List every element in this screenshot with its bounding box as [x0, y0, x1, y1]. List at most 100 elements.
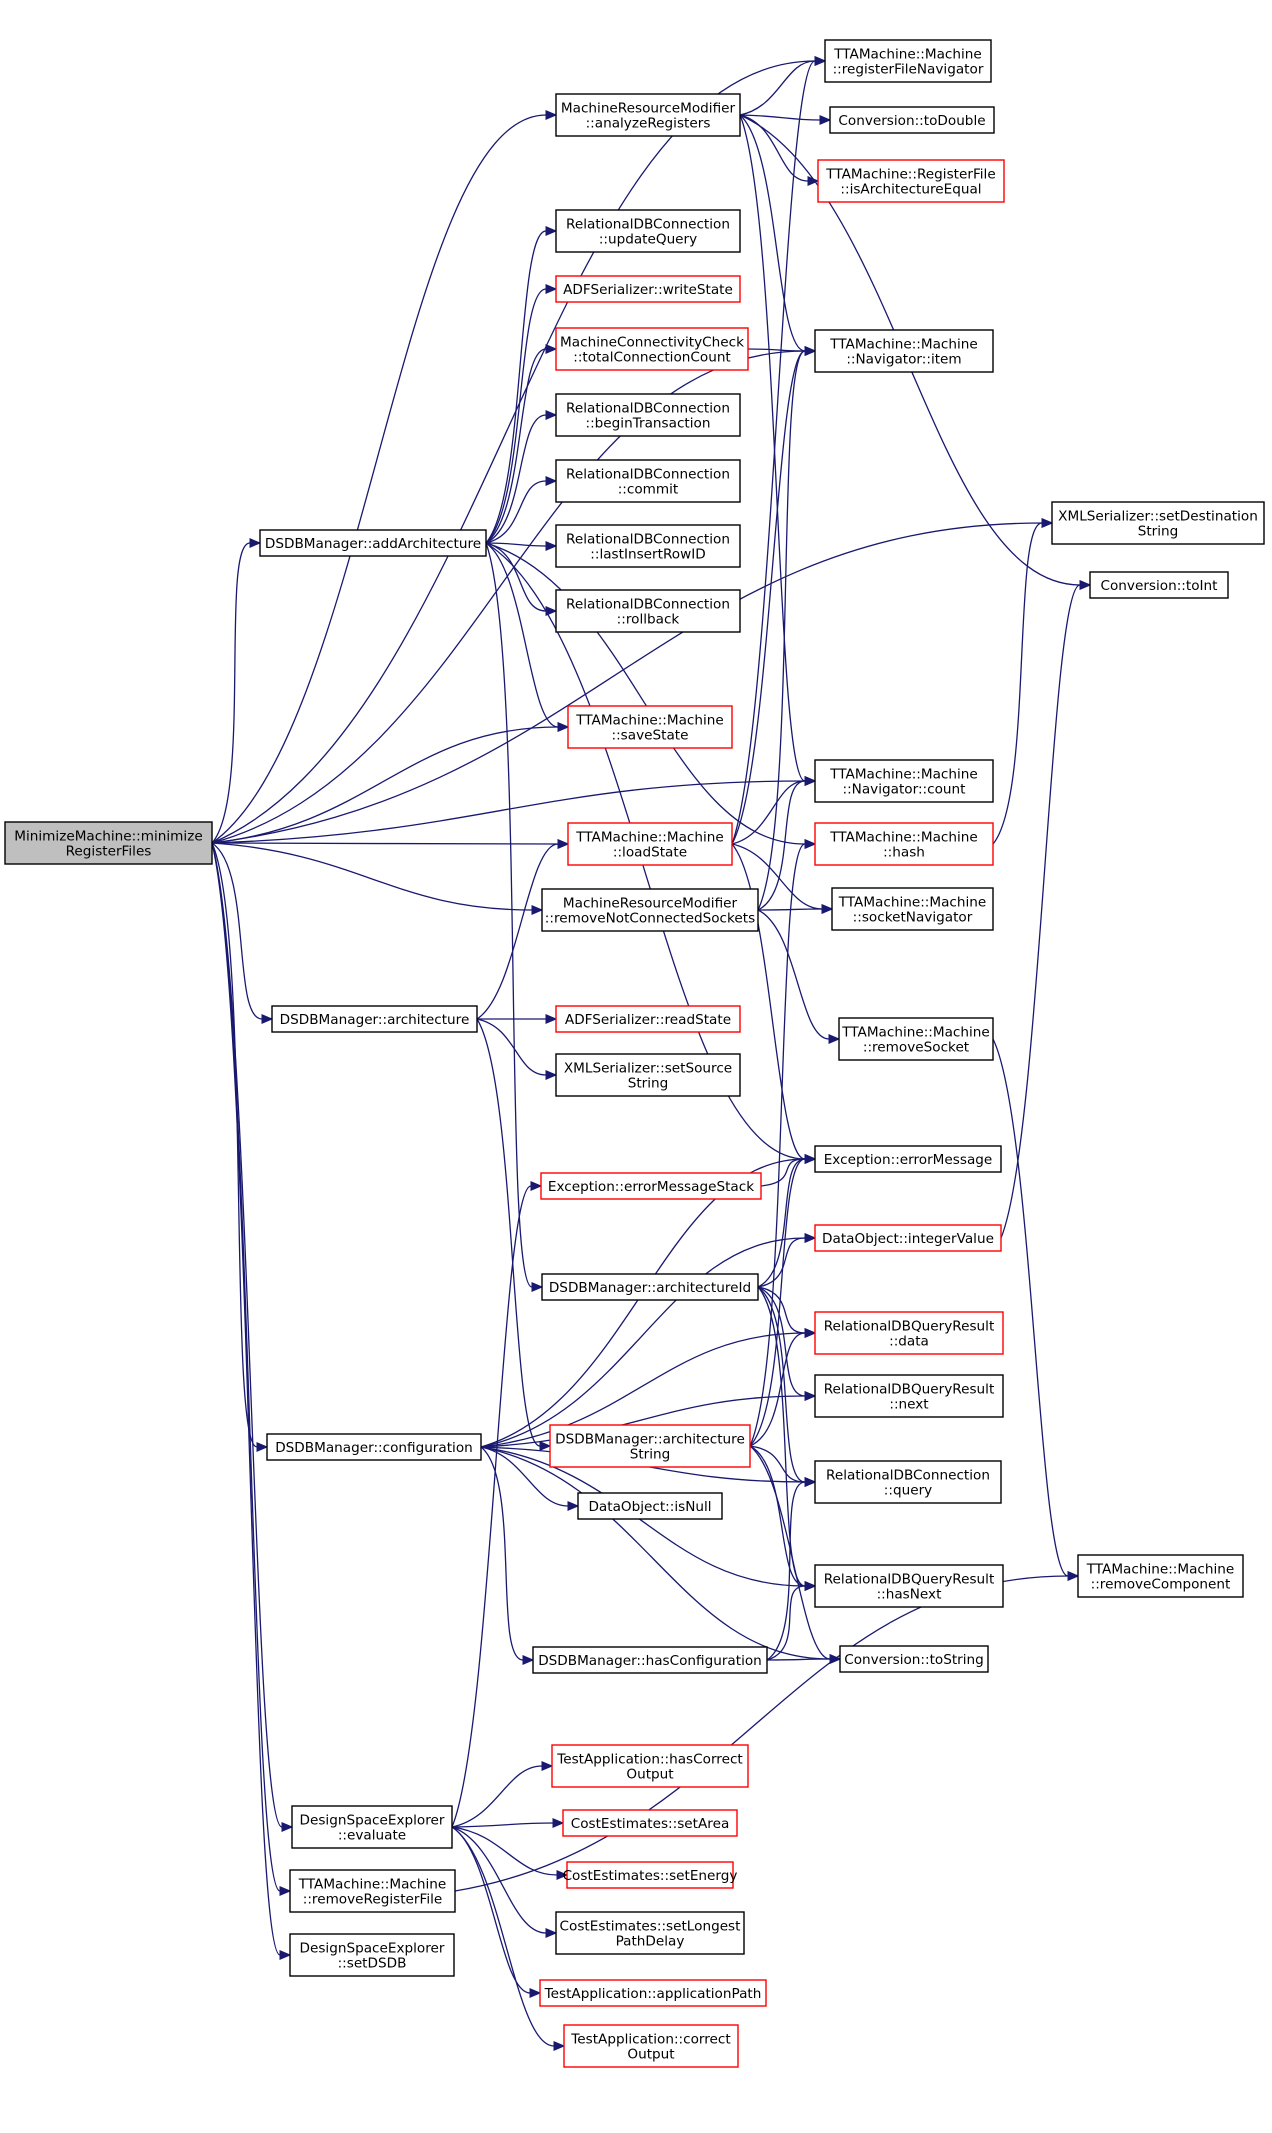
- node-writeState[interactable]: ADFSerializer::writeState: [555, 275, 741, 303]
- edge-line: [485, 542, 806, 1160]
- node-toString[interactable]: Conversion::toString: [839, 1645, 989, 1673]
- node-evaluate[interactable]: DesignSpaceExplorer::evaluate: [291, 1805, 453, 1849]
- node-architectureId[interactable]: DSDBManager::architectureId: [541, 1273, 759, 1301]
- node-beginTransaction[interactable]: RelationalDBConnection::beginTransaction: [555, 393, 741, 437]
- edge-line: [480, 1446, 831, 1660]
- node-isArchitectureEqual[interactable]: TTAMachine::RegisterFile::isArchitecture…: [817, 159, 1005, 203]
- node-errorMessageStack[interactable]: Exception::errorMessageStack: [540, 1172, 762, 1200]
- node-label-line: ::data: [889, 1334, 929, 1350]
- arrowhead: [557, 722, 570, 732]
- node-label-line: DSDBManager::architecture: [280, 1012, 470, 1028]
- node-label-line: RelationalDBConnection: [566, 217, 730, 233]
- node-hasNext[interactable]: RelationalDBQueryResult::hasNext: [814, 1564, 1004, 1608]
- edge-line: [485, 348, 547, 544]
- arrowhead: [804, 1581, 817, 1591]
- edge-line: [757, 1158, 806, 1288]
- node-setEnergy[interactable]: CostEstimates::setEnergy: [563, 1861, 738, 1889]
- node-navigatorCount[interactable]: TTAMachine::Machine::Navigator::count: [814, 759, 994, 803]
- node-applicationPath[interactable]: TestApplication::applicationPath: [539, 1979, 767, 2007]
- arrowhead: [556, 1870, 569, 1880]
- node-rollback[interactable]: RelationalDBConnection::rollback: [555, 589, 741, 633]
- edge-line: [480, 1446, 806, 1587]
- node-box: [555, 1053, 741, 1097]
- node-registerFileNavigator[interactable]: TTAMachine::Machine::registerFileNavigat…: [824, 39, 992, 83]
- node-data[interactable]: RelationalDBQueryResult::data: [814, 1311, 1004, 1355]
- node-analyzeRegisters[interactable]: MachineResourceModifier::analyzeRegister…: [555, 93, 741, 137]
- node-toInt[interactable]: Conversion::toInt: [1089, 571, 1229, 599]
- node-lastInsertRowID[interactable]: RelationalDBConnection::lastInsertRowID: [555, 524, 741, 568]
- node-next[interactable]: RelationalDBQueryResult::next: [814, 1374, 1004, 1418]
- node-architecture[interactable]: DSDBManager::architecture: [271, 1005, 478, 1033]
- node-loadState[interactable]: TTAMachine::Machine::loadState: [567, 822, 733, 866]
- arrowhead: [804, 1233, 817, 1243]
- node-isNull[interactable]: DataObject::isNull: [577, 1492, 723, 1520]
- node-box: [814, 1224, 1002, 1252]
- node-label-line: ::hash: [883, 845, 925, 861]
- node-label-line: ::Navigator::count: [843, 782, 966, 798]
- arrowhead: [539, 1441, 552, 1451]
- edge-line: [757, 1286, 806, 1483]
- arrowhead: [545, 226, 558, 236]
- node-hasConfiguration[interactable]: DSDBManager::hasConfiguration: [532, 1646, 768, 1674]
- node-setArea[interactable]: CostEstimates::setArea: [562, 1809, 738, 1837]
- node-label-line: ::isArchitectureEqual: [840, 182, 981, 198]
- node-removeComponent[interactable]: TTAMachine::Machine::removeComponent: [1077, 1554, 1244, 1598]
- node-box: [555, 1911, 745, 1955]
- edge-addArchitecture-to-updateQuery: [485, 226, 558, 544]
- arrowhead: [553, 2041, 566, 2051]
- node-label-line: XMLSerializer::setSource: [564, 1061, 732, 1077]
- node-updateQuery[interactable]: RelationalDBConnection::updateQuery: [555, 209, 741, 253]
- edge-line: [739, 114, 806, 352]
- node-box: [567, 705, 733, 749]
- edge-analyzeRegisters-to-toDouble: [739, 114, 832, 125]
- node-setDSDB[interactable]: DesignSpaceExplorer::setDSDB: [289, 1933, 455, 1977]
- node-query[interactable]: RelationalDBConnection::query: [814, 1460, 1002, 1504]
- node-configuration[interactable]: DSDBManager::configuration: [266, 1433, 482, 1461]
- arrowhead: [545, 1014, 558, 1024]
- node-box: [1077, 1554, 1244, 1598]
- edge-line: [480, 1395, 806, 1448]
- edge-line: [485, 230, 547, 544]
- node-label-line: String: [630, 1447, 671, 1463]
- arrowhead: [821, 904, 834, 914]
- node-removeNotConnectedSockets[interactable]: MachineResourceModifier::removeNotConnec…: [541, 888, 759, 932]
- node-label-line: RelationalDBConnection: [566, 597, 730, 613]
- node-readState[interactable]: ADFSerializer::readState: [555, 1005, 741, 1033]
- node-saveState[interactable]: TTAMachine::Machine::saveState: [567, 705, 733, 749]
- node-toDouble[interactable]: Conversion::toDouble: [829, 106, 995, 134]
- node-commit[interactable]: RelationalDBConnection::commit: [555, 459, 741, 503]
- edge-hasConfiguration-to-toString: [766, 1654, 842, 1664]
- node-errorMessage[interactable]: Exception::errorMessage: [814, 1145, 1002, 1173]
- edge-configuration-to-hasConfiguration: [480, 1446, 535, 1665]
- edge-line: [757, 909, 830, 1040]
- edge-loadState-to-registerFileNavigator: [731, 56, 827, 845]
- edge-analyzeRegisters-to-registerFileNavigator: [739, 56, 827, 116]
- edge-evaluate-to-hasCorrectOutput: [451, 1761, 554, 1828]
- edge-root-to-registerFileNavigator: [211, 56, 827, 844]
- node-label-line: TTAMachine::RegisterFile: [825, 167, 995, 183]
- node-navigatorItem[interactable]: TTAMachine::Machine::Navigator::item: [814, 329, 994, 373]
- node-removeSocket[interactable]: TTAMachine::Machine::removeSocket: [838, 1017, 994, 1061]
- node-integerValue[interactable]: DataObject::integerValue: [814, 1224, 1002, 1252]
- node-label-line: MinimizeMachine::minimize: [14, 829, 202, 845]
- edge-addArchitecture-to-beginTransaction: [485, 410, 558, 544]
- arrowhead: [529, 1988, 542, 1998]
- node-totalConnectionCount[interactable]: MachineConnectivityCheck::totalConnectio…: [555, 327, 749, 371]
- node-box: [266, 1433, 482, 1461]
- node-box: [555, 459, 741, 503]
- node-hash[interactable]: TTAMachine::Machine::hash: [814, 822, 994, 866]
- node-removeRegisterFile[interactable]: TTAMachine::Machine::removeRegisterFile: [289, 1869, 456, 1913]
- node-label-line: ::query: [884, 1483, 932, 1499]
- edge-line: [476, 1018, 541, 1447]
- node-socketNavigator[interactable]: TTAMachine::Machine::socketNavigator: [831, 887, 994, 931]
- node-addArchitecture[interactable]: DSDBManager::addArchitecture: [259, 529, 487, 557]
- arrowhead: [814, 56, 827, 66]
